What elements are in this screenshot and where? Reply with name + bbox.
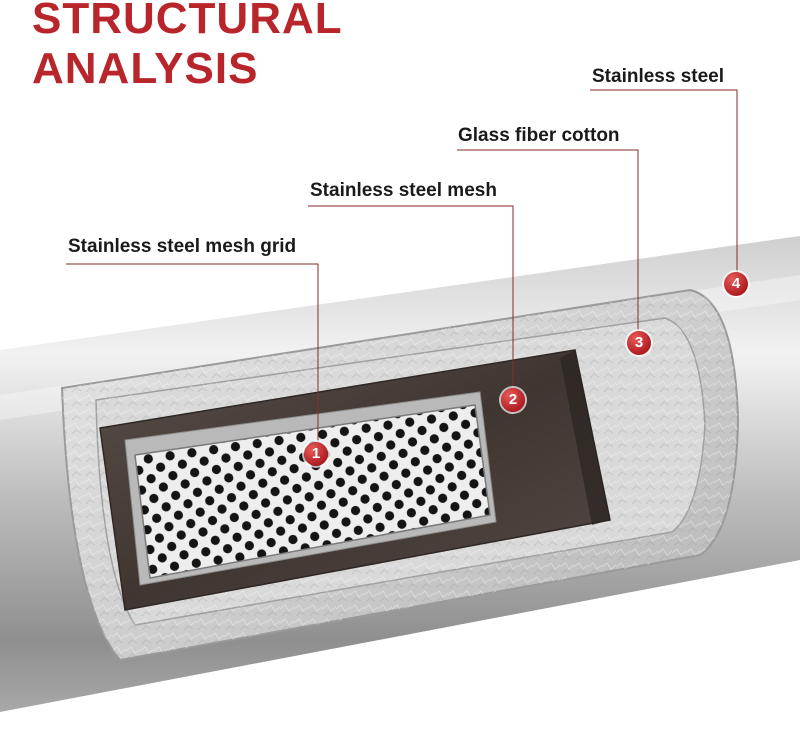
- title-line-1: STRUCTURAL: [32, 0, 343, 43]
- page-title: STRUCTURAL ANALYSIS: [32, 0, 343, 94]
- marker-1-badge: 1: [304, 442, 328, 466]
- marker-2-badge: 2: [501, 388, 525, 412]
- leader-line-4: [590, 89, 738, 283]
- marker-3-badge: 3: [627, 331, 651, 355]
- leader-line-1: [66, 263, 319, 453]
- leader-line-3: [457, 149, 639, 342]
- title-line-2: ANALYSIS: [32, 44, 259, 93]
- stainless-steel-mesh-grid-layer: [134, 404, 491, 579]
- label-stainless-steel: Stainless steel: [592, 66, 725, 87]
- label-stainless-steel-mesh: Stainless steel mesh: [310, 180, 497, 201]
- label-glass-fiber-cotton: Glass fiber cotton: [458, 125, 620, 146]
- leader-line-2: [308, 205, 514, 398]
- marker-4-badge: 4: [724, 272, 748, 296]
- label-stainless-steel-mesh-grid: Stainless steel mesh grid: [68, 236, 297, 257]
